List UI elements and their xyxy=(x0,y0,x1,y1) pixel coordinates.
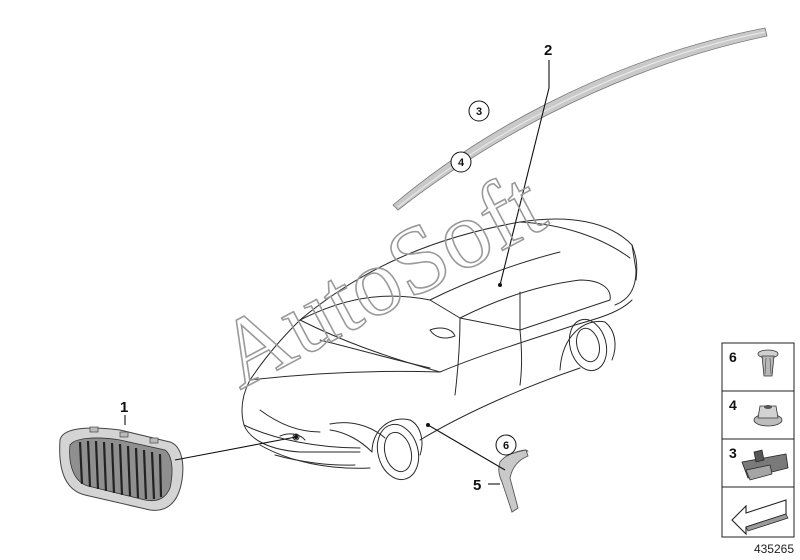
legend-item-3: 3 xyxy=(721,438,795,488)
car-body xyxy=(241,218,638,481)
circled-ref-3: 3 xyxy=(468,100,490,122)
leader-lines xyxy=(124,60,550,485)
side-trim-part xyxy=(498,449,529,513)
svg-text:3: 3 xyxy=(476,106,482,118)
fastener-legend: 6 4 3 xyxy=(721,342,795,538)
watermark: AutoSoft xyxy=(199,148,562,409)
svg-text:3: 3 xyxy=(729,445,737,461)
callout-1: 1 xyxy=(120,399,128,416)
svg-text:6: 6 xyxy=(503,440,509,452)
watermark-text: AutoSoft xyxy=(200,149,561,409)
svg-text:4: 4 xyxy=(458,157,465,169)
callout-5: 5 xyxy=(473,477,481,494)
circled-ref-4: 4 xyxy=(450,151,472,173)
roof-moulding-part xyxy=(392,27,768,211)
plastic-nut-icon xyxy=(753,405,783,427)
legend-item-4: 4 xyxy=(721,390,795,440)
legend-item-arrow xyxy=(721,486,795,538)
kidney-grille-part xyxy=(59,426,184,511)
clip-icon xyxy=(741,449,789,481)
callout-2: 2 xyxy=(544,42,552,59)
circled-ref-6: 6 xyxy=(495,434,517,456)
document-number: 435265 xyxy=(754,542,794,556)
circled-refs: 3 4 6 xyxy=(450,100,517,456)
svg-text:4: 4 xyxy=(729,397,737,413)
expanding-rivet-icon xyxy=(757,349,779,377)
legend-item-6: 6 xyxy=(721,342,795,392)
svg-text:6: 6 xyxy=(729,349,737,365)
arrow-symbol-icon xyxy=(731,499,789,536)
callouts: 2 1 5 xyxy=(120,42,552,494)
